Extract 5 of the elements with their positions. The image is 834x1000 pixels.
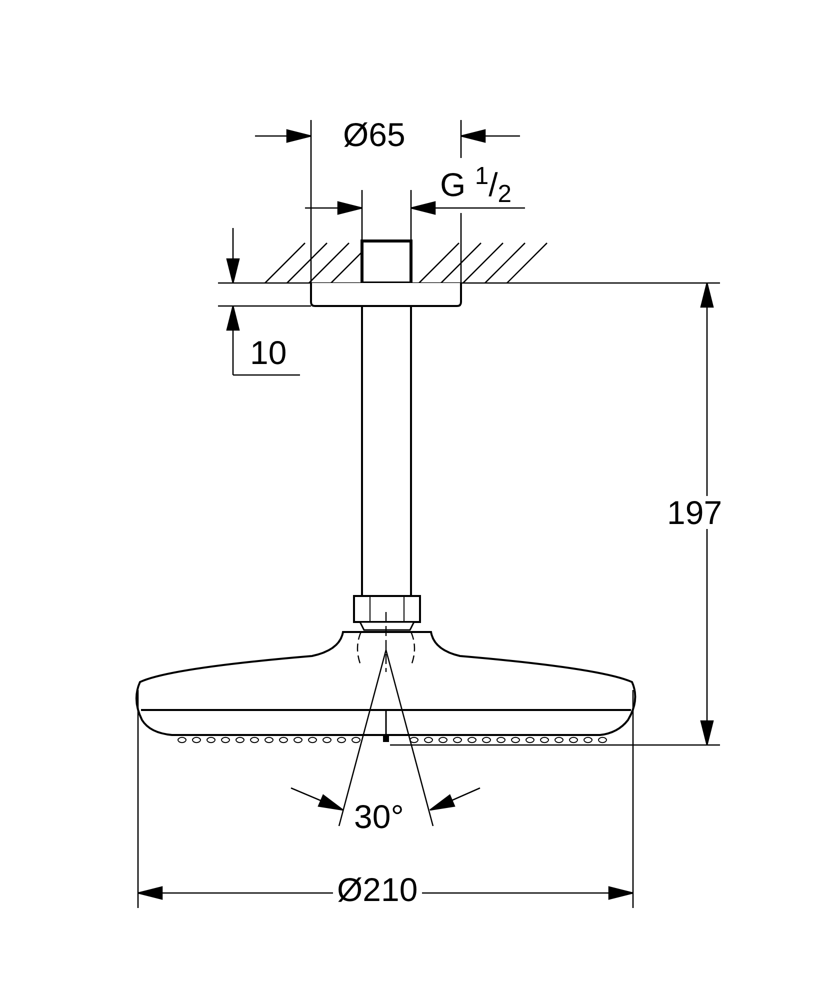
dimension-label: 30° xyxy=(354,800,404,833)
dimension-label: G $^{1}$/$_{2}$ xyxy=(440,168,512,201)
dimension-label: 197 xyxy=(667,496,722,529)
dimension-label: Ø65 xyxy=(343,118,406,151)
dimension-label: 10 xyxy=(250,336,287,369)
